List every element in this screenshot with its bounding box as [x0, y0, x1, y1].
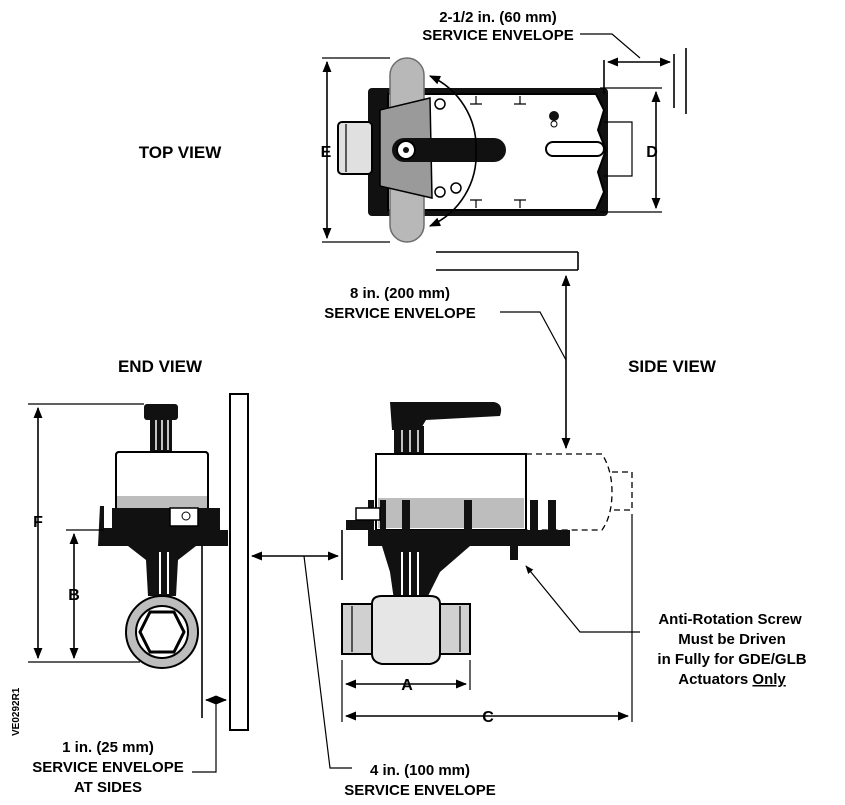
dimension-a-label: A	[401, 677, 413, 694]
dimension-c-label: C	[482, 709, 494, 726]
service-envelope-8in-marker	[436, 251, 579, 450]
top-envelope-size: 2-1/2 in. (60 mm)	[439, 9, 557, 26]
top-view-drawing	[322, 33, 687, 243]
note-line-3: in Fully for GDE/GLB	[657, 651, 806, 668]
dimension-e-label: E	[321, 144, 332, 161]
mid-envelope-size: 8 in. (200 mm)	[350, 285, 450, 302]
dimension-f-label: F	[33, 514, 43, 531]
sides-envelope-size: 1 in. (25 mm)	[62, 739, 154, 756]
drawing-id: VE0292R1	[11, 687, 22, 736]
end-view-title: END VIEW	[118, 357, 203, 376]
top-view-title: TOP VIEW	[139, 143, 222, 162]
sides-envelope-note: AT SIDES	[74, 779, 142, 796]
note-line-1: Anti-Rotation Screw	[658, 611, 802, 628]
mid-envelope-label: SERVICE ENVELOPE	[324, 305, 475, 322]
bottom-envelope-size: 4 in. (100 mm)	[370, 762, 470, 779]
top-envelope-label: SERVICE ENVELOPE	[422, 27, 573, 44]
side-view-title: SIDE VIEW	[628, 357, 717, 376]
side-view-drawing	[341, 402, 640, 722]
note-line-4-emphasis: Only	[752, 671, 786, 688]
note-line-4-prefix: Actuators	[678, 671, 752, 688]
bottom-envelope-label: SERVICE ENVELOPE	[344, 782, 495, 799]
sides-envelope-label: SERVICE ENVELOPE	[32, 759, 183, 776]
end-view-drawing	[28, 393, 352, 773]
dimension-b-label: B	[68, 587, 80, 604]
note-line-2: Must be Driven	[678, 631, 786, 648]
note-line-4: Actuators Only	[678, 671, 786, 688]
dimension-d-label: D	[646, 144, 658, 161]
